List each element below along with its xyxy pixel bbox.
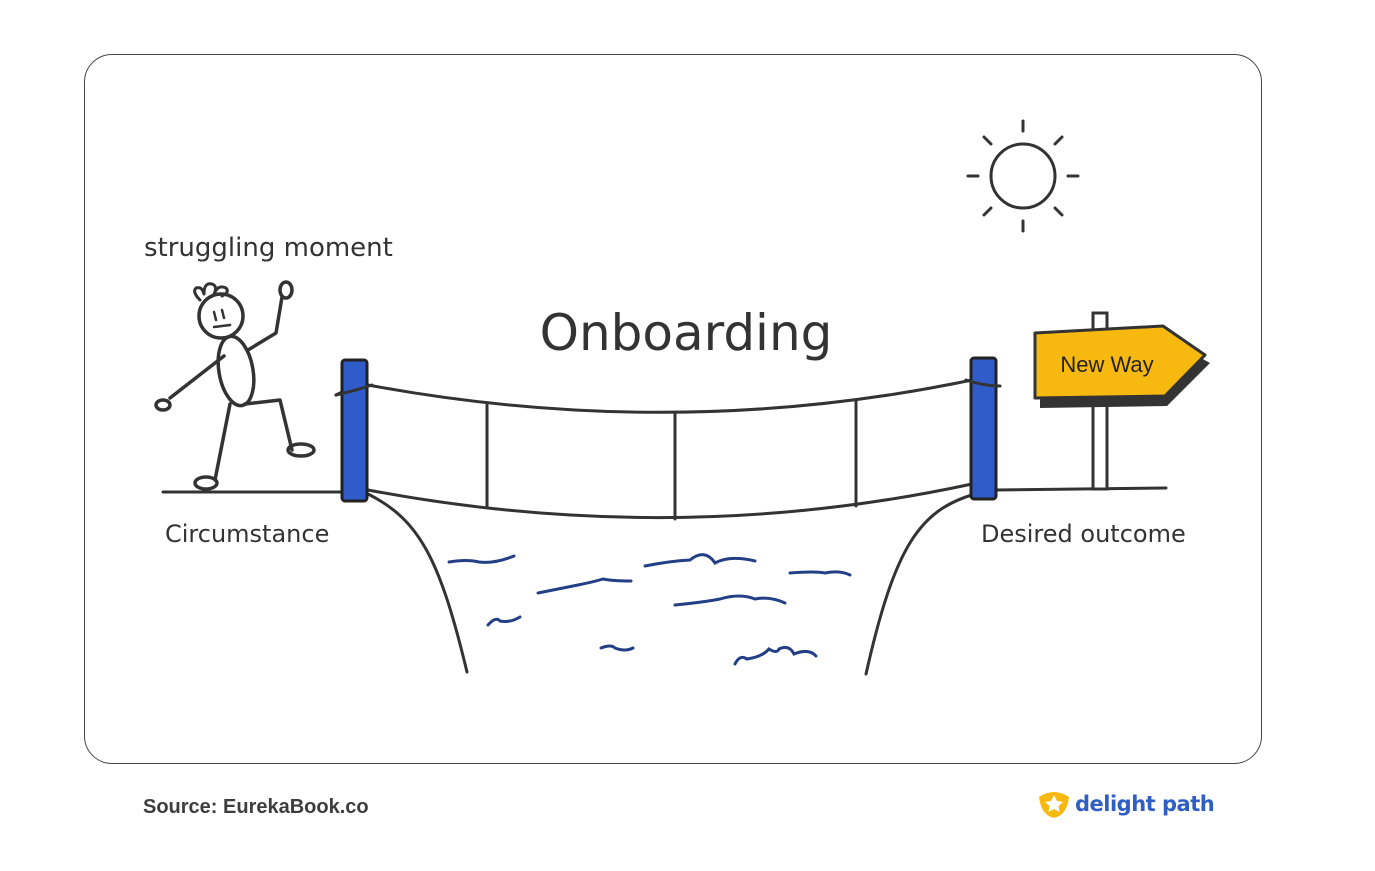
struggling-moment-caption: struggling moment — [144, 233, 393, 263]
water-waves — [447, 553, 852, 666]
sign-label: New Way — [1060, 352, 1153, 377]
star-icon — [1039, 792, 1069, 818]
right-bridge-post — [969, 356, 998, 501]
brand-name: delight path — [1075, 792, 1215, 816]
source-credit: Source: EurekaBook.co — [143, 796, 369, 818]
new-way-signpost — [1033, 311, 1210, 491]
sun-icon — [966, 119, 1080, 233]
rope-bridge — [334, 378, 999, 521]
post-rope-wraps — [334, 378, 1002, 397]
left-bridge-post — [340, 358, 369, 503]
diagram-title: Onboarding — [540, 304, 833, 362]
circumstance-label: Circumstance — [165, 520, 329, 548]
brand-logo: delight path — [1037, 789, 1215, 819]
stick-figure — [154, 280, 316, 491]
desired-outcome-label: Desired outcome — [981, 520, 1186, 548]
cliff-edges — [366, 492, 977, 676]
ground-lines — [161, 486, 1168, 494]
diagram-card — [84, 54, 1262, 764]
